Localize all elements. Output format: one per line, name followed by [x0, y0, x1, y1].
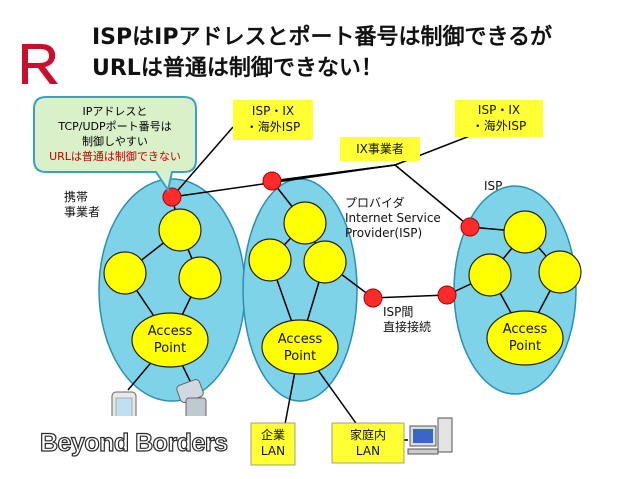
isp-node-right — [538, 250, 582, 294]
access-point-2-shape — [261, 319, 339, 375]
enterprise-lan-line-2: LAN — [260, 444, 286, 458]
callout-text: IPアドレスと TCP/UDPポート番号は 制御しやすい URLは普通は制御でき… — [34, 104, 196, 164]
access-point-2-line-1: Access — [277, 332, 323, 347]
provider-line-1: プロバイダ — [345, 196, 405, 210]
isp-direct-line-2: 直接接続 — [383, 320, 432, 334]
access-point-3-label: Access Point — [487, 321, 563, 355]
callout-line-3: 制御しやすい — [82, 135, 148, 148]
access-point-2-label: Access Point — [262, 331, 338, 365]
isp-ix-right-label: ISP・IX ・海外ISP — [455, 102, 543, 134]
isp-ix-left-line-2: ・海外ISP — [245, 120, 301, 134]
access-point-3-shape — [486, 310, 564, 366]
mobile-carrier-line-1: 携帯 — [64, 190, 89, 204]
isp-ix-left-box — [233, 100, 313, 140]
enterprise-lan-box — [250, 422, 296, 466]
provider-node-left — [248, 238, 292, 282]
isp-ix-right-line-1: ISP・IX — [477, 103, 521, 117]
isp-ix-left-line-1: ISP・IX — [251, 104, 295, 118]
callout-bubble — [33, 96, 197, 193]
home-lan-line-2: LAN — [355, 444, 381, 458]
mobile-carrier-line-2: 事業者 — [64, 205, 101, 219]
router-provider — [262, 171, 282, 191]
brand-band — [0, 416, 240, 479]
carrier-node-top — [158, 208, 202, 252]
ix-operator-box — [340, 137, 420, 161]
access-point-1-line-2: Point — [153, 341, 187, 356]
router-direct-right — [437, 285, 457, 305]
carrier-node-right — [178, 256, 222, 300]
access-point-2-line-2: Point — [283, 349, 317, 364]
enterprise-lan-label: 企業 LAN — [251, 427, 295, 459]
access-point-1-line-1: Access — [147, 324, 193, 339]
access-point-1-label: Access Point — [132, 323, 208, 357]
home-lan-box — [331, 422, 405, 464]
provider-node-top — [283, 201, 327, 245]
desktop-computer-icon — [407, 417, 453, 455]
router-direct-left — [363, 288, 383, 308]
callout-line-1: IPアドレスと — [82, 105, 148, 118]
home-lan-label: 家庭内 LAN — [332, 427, 404, 459]
isp-ix-right-line-2: ・海外ISP — [471, 119, 527, 133]
callout-line-2: TCP/UDPポート番号は — [58, 120, 172, 133]
provider-label: プロバイダ Internet Service Provider(ISP) — [345, 196, 441, 241]
isp-node-top — [503, 210, 547, 254]
ix-operator-label: IX事業者 — [356, 142, 404, 156]
brand-logo-text: Beyond Borders — [39, 428, 228, 457]
enterprise-lan-line-1: 企業 — [260, 428, 285, 442]
title-line-1: ISPはIPアドレスとポート番号は制御できるが — [92, 25, 553, 50]
isp-ix-right-box — [455, 100, 543, 137]
isp-direct-label: ISP間 直接接続 — [383, 305, 431, 335]
home-lan-line-1: 家庭内 — [349, 428, 386, 442]
access-point-1-shape — [131, 312, 209, 368]
provider-line-2: Internet Service — [345, 211, 441, 225]
slide-title: ISPはIPアドレスとポート番号は制御できるが URLは普通は制御できない！ — [92, 22, 552, 84]
router-carrier — [162, 187, 182, 207]
provider-line-3: Provider(ISP) — [345, 226, 423, 240]
isp-node-left — [468, 253, 512, 297]
carrier-node-left — [103, 251, 147, 295]
title-line-2: URLは普通は制御できない！ — [92, 56, 383, 81]
access-point-3-line-1: Access — [502, 322, 548, 337]
isp-ix-left-label: ISP・IX ・海外ISP — [233, 103, 313, 135]
rayoo-logo — [22, 44, 58, 84]
access-point-3-line-2: Point — [508, 339, 542, 354]
mobile-carrier-label: 携帯 事業者 — [64, 190, 100, 220]
provider-node-right — [303, 240, 347, 284]
isp-label: ISP — [484, 179, 503, 193]
router-isp-ix — [460, 217, 480, 237]
callout-line-4: URLは普通は制御できない — [49, 150, 181, 163]
isp-direct-line-1: ISP間 — [383, 305, 414, 319]
